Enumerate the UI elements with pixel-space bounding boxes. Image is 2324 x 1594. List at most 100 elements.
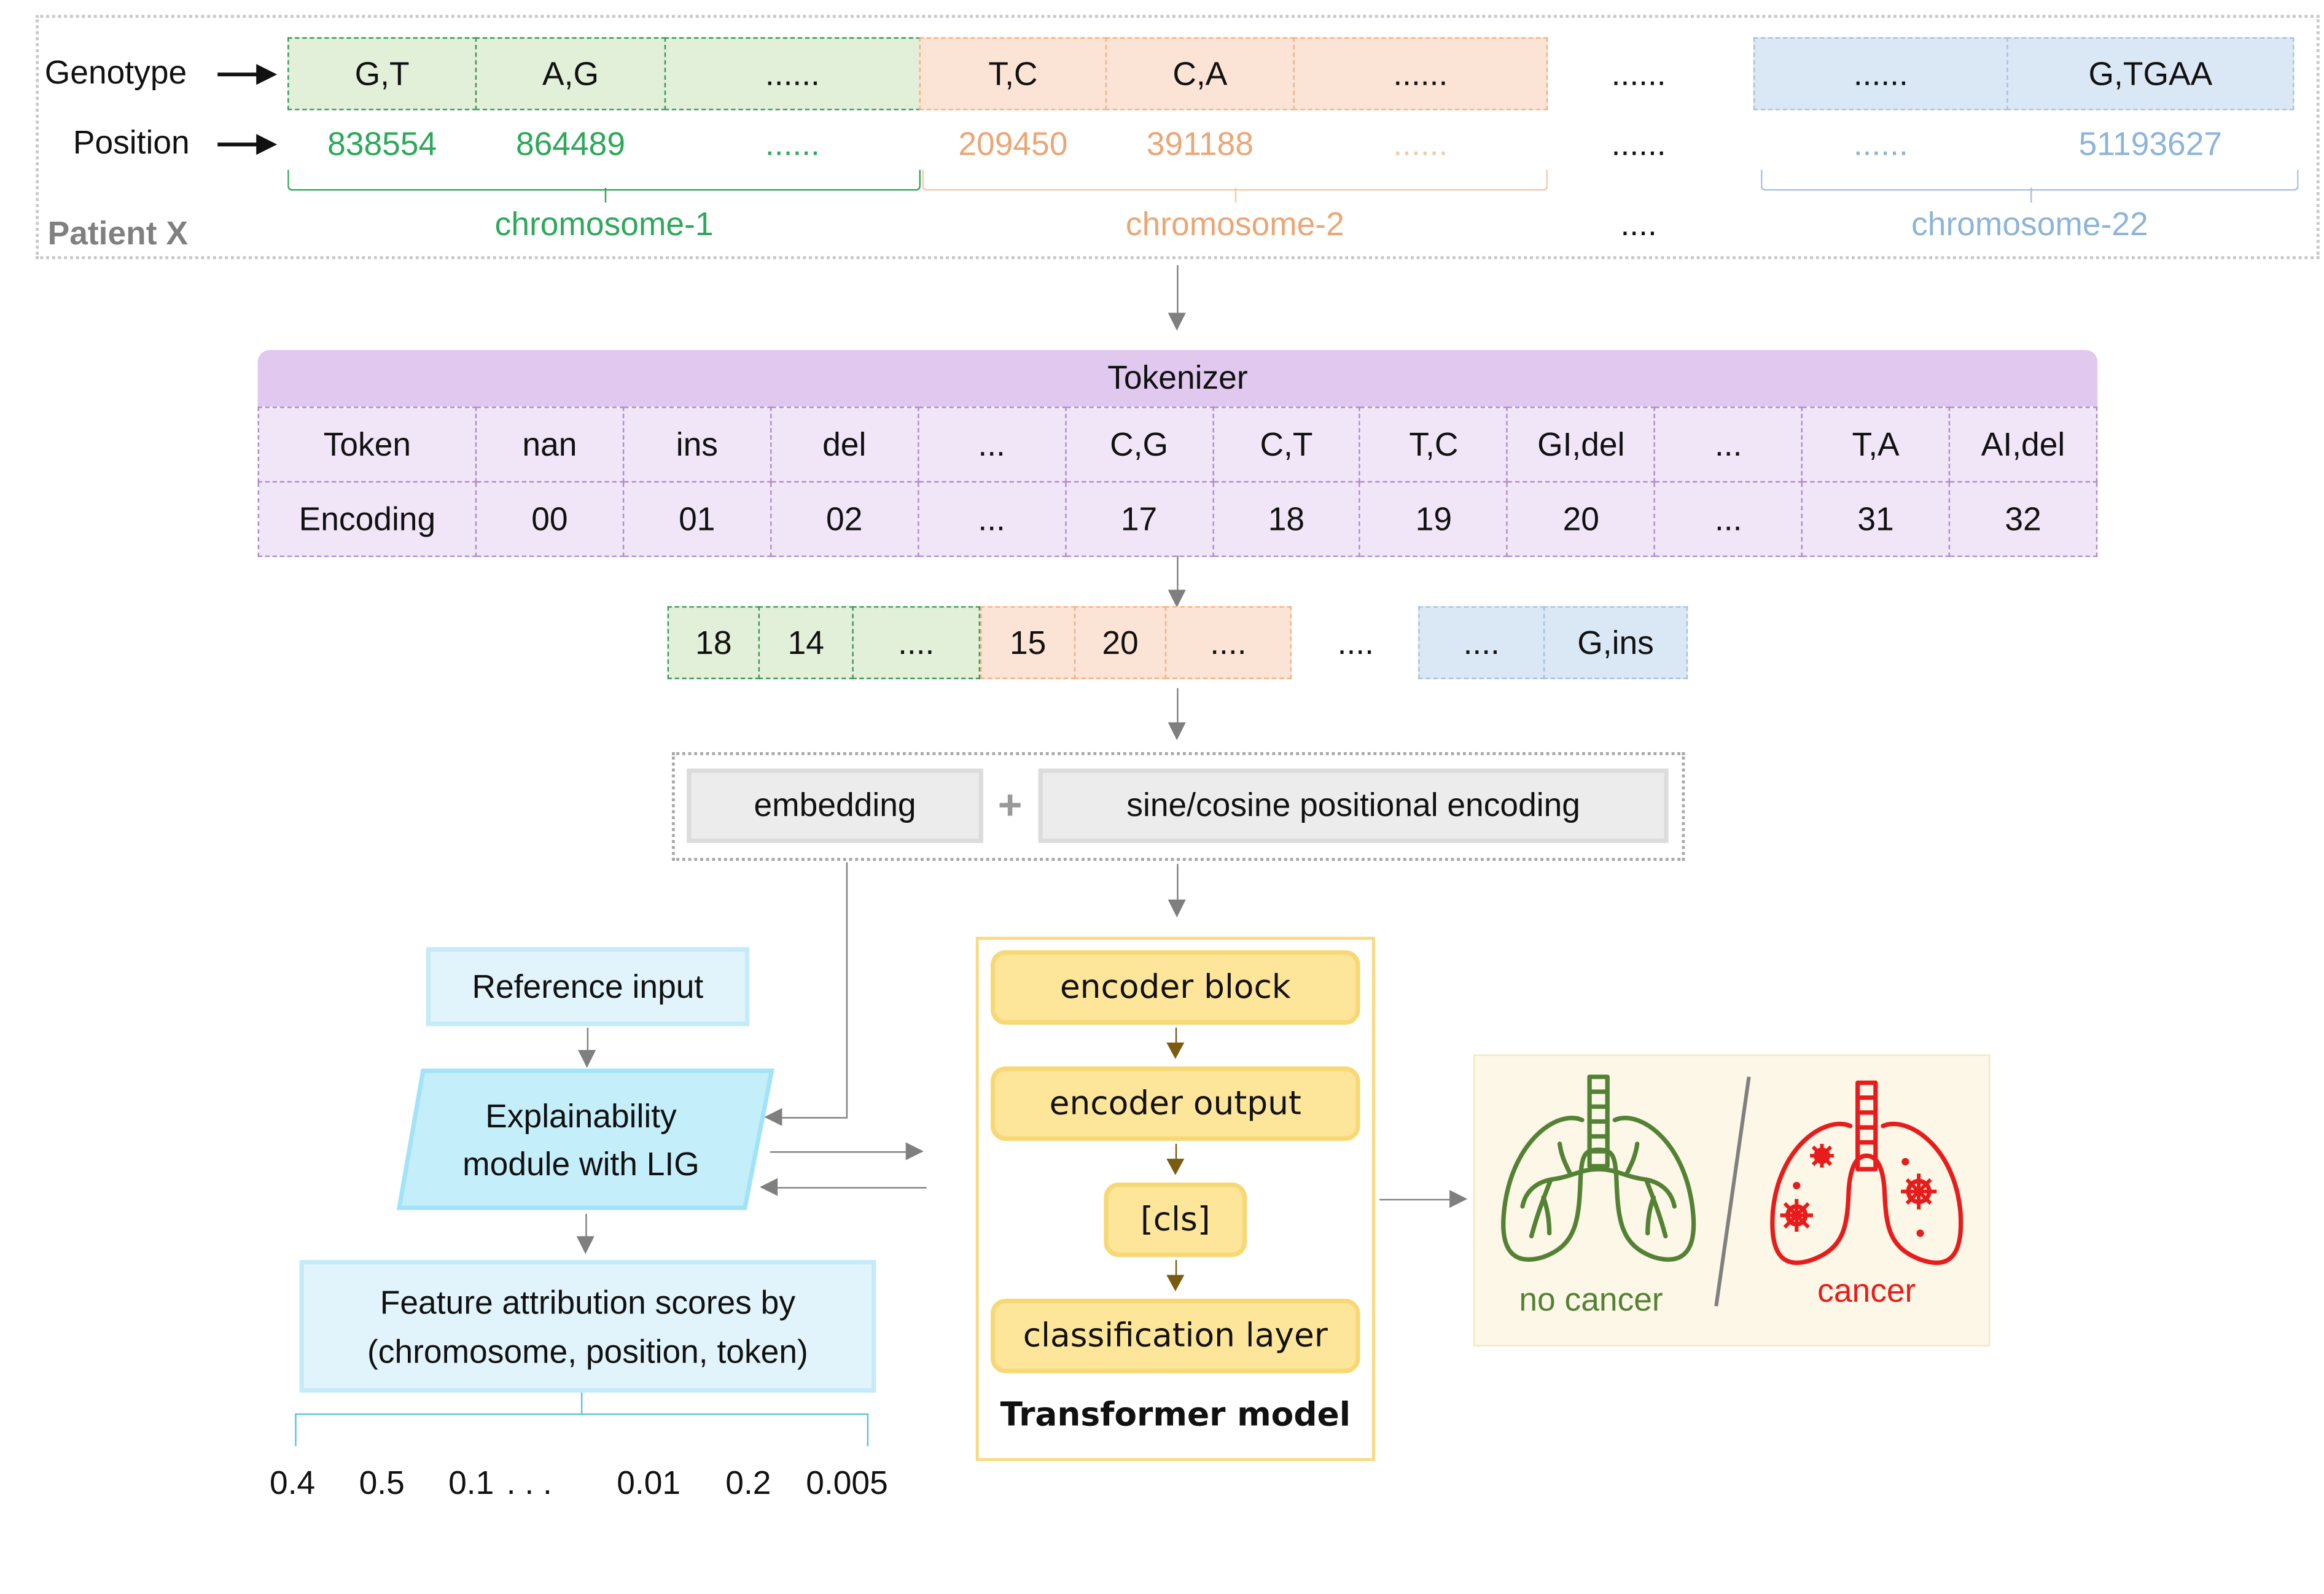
arrow-down-icon <box>578 1050 596 1068</box>
arrow-left-icon <box>760 1178 778 1196</box>
encoding-cell: 17 <box>1064 481 1214 558</box>
genotype-cell: C,A <box>1105 37 1295 111</box>
arrow-down-icon <box>1168 589 1186 608</box>
attribution-score: 0.1 <box>448 1464 494 1502</box>
connector-line <box>770 1151 911 1153</box>
encoding-row: Encoding 00 01 02 ... 17 18 19 20 ... 31… <box>257 481 2098 558</box>
encoded-token: 18 <box>667 606 760 680</box>
token-cell: AI,del <box>1948 406 2098 483</box>
embedding-box: embedding <box>687 768 983 843</box>
encoding-cell: 18 <box>1212 481 1361 558</box>
encoded-token: 14 <box>758 606 854 680</box>
arrow-down-icon <box>1168 722 1186 741</box>
attribution-score: 0.005 <box>806 1464 888 1502</box>
encoding-cell: 32 <box>1948 481 2098 558</box>
encoded-token: .... <box>852 606 981 680</box>
plus-icon: + <box>997 782 1023 828</box>
genotype-row-label: Genotype <box>44 53 187 91</box>
genotype-cell: ...... <box>1753 37 2008 111</box>
encoding-cell: 02 <box>770 481 919 558</box>
encoding-row-header: Encoding <box>257 481 477 558</box>
encoded-token: 20 <box>1074 606 1167 680</box>
reference-input-box: Reference input <box>426 947 750 1027</box>
flow-arrow-line <box>1177 555 1179 594</box>
token-row-header: Token <box>257 406 477 483</box>
explainability-module: Explainability module with LIG <box>417 1084 745 1197</box>
position-value: ...... <box>1393 125 1448 163</box>
connector-line <box>846 862 848 1118</box>
arrow-down-icon <box>1166 1159 1185 1175</box>
explainability-module-shape <box>396 1068 774 1210</box>
position-value: 209450 <box>958 125 1068 163</box>
position-arrow-icon <box>217 134 278 155</box>
chromosome-2-brace <box>922 169 1548 203</box>
cancer-label: cancer <box>1817 1272 1916 1310</box>
scores-brace <box>295 1413 869 1447</box>
flow-arrow-line <box>1175 1143 1177 1162</box>
scores-brace-stem <box>580 1392 583 1413</box>
flow-arrow-line <box>1177 265 1179 317</box>
tokenizer-table: Token nan ins del ... C,G C,T T,C GI,del… <box>257 406 2098 558</box>
attribution-score: 0.4 <box>270 1464 316 1502</box>
arrow-left-icon <box>764 1108 782 1126</box>
positional-encoding-box: sine/cosine positional encoding <box>1038 768 1669 843</box>
token-row: Token nan ins del ... C,G C,T T,C GI,del… <box>257 406 2098 483</box>
token-cell: del <box>770 406 919 483</box>
position-value: ...... <box>1853 125 1908 163</box>
attribution-score-gap: . . . <box>506 1464 552 1502</box>
genotype-cell: ...... <box>664 37 921 111</box>
token-cell: C,G <box>1064 406 1214 483</box>
attribution-score: 0.5 <box>359 1464 405 1502</box>
no-cancer-label: no cancer <box>1519 1281 1663 1318</box>
encoding-cell: ... <box>917 481 1066 558</box>
flow-arrow-line <box>1175 1260 1177 1278</box>
genotype-arrow-icon <box>217 64 278 85</box>
position-value: ...... <box>765 125 820 163</box>
position-value: 391188 <box>1146 125 1254 163</box>
connector-line <box>778 1187 927 1189</box>
chromosome-22-label: chromosome-22 <box>1911 205 2148 243</box>
chromosome-22-brace <box>1761 169 2299 203</box>
encoded-token: 15 <box>980 606 1076 680</box>
token-cell: ins <box>622 406 772 483</box>
encoding-cell: 31 <box>1801 481 1951 558</box>
chromosome-gap: .... <box>1620 205 1657 243</box>
encoded-token: .... <box>1418 606 1545 680</box>
token-cell: ... <box>917 406 1066 483</box>
genotype-cell: ...... <box>1293 37 1548 111</box>
encoded-token: G,ins <box>1543 606 1688 680</box>
cls-token-box: [cls] <box>1104 1182 1247 1258</box>
encoder-block: encoder block <box>991 950 1360 1025</box>
position-value: 864489 <box>515 125 626 163</box>
arrow-right-icon <box>905 1142 924 1161</box>
flow-arrow-line <box>1177 688 1179 727</box>
encoder-output: encoder output <box>991 1066 1360 1141</box>
chromosome-2-label: chromosome-2 <box>1125 205 1344 243</box>
arrow-right-icon <box>1449 1190 1468 1208</box>
encoding-cell: 00 <box>475 481 625 558</box>
flow-arrow-line <box>585 1213 587 1240</box>
token-cell: T,C <box>1359 406 1508 483</box>
token-cell: nan <box>475 406 625 483</box>
position-gap: ...... <box>1611 125 1666 163</box>
position-value: 838554 <box>327 125 437 163</box>
embedding-panel <box>671 752 1685 861</box>
chromosome-1-label: chromosome-1 <box>494 205 714 243</box>
encoding-cell: ... <box>1654 481 1803 558</box>
tokenizer-header: Tokenizer <box>257 350 2098 407</box>
healthy-lungs-icon <box>1501 1075 1696 1262</box>
position-row-label: Position <box>72 123 190 161</box>
genotype-cell: A,G <box>475 37 666 111</box>
attribution-score: 0.01 <box>617 1464 681 1502</box>
connector-line <box>1379 1199 1454 1201</box>
attribution-score: 0.2 <box>725 1464 771 1502</box>
cancer-lungs-icon <box>1770 1080 1963 1265</box>
encoding-cell: 01 <box>622 481 772 558</box>
explainability-module-line2: module with LIG <box>462 1145 700 1183</box>
token-cell: C,T <box>1212 406 1361 483</box>
arrow-down-icon <box>1168 900 1186 918</box>
genotype-gap: ...... <box>1611 54 1666 92</box>
transformer-model-panel <box>975 936 1375 1461</box>
patient-label: Patient X <box>47 214 188 252</box>
